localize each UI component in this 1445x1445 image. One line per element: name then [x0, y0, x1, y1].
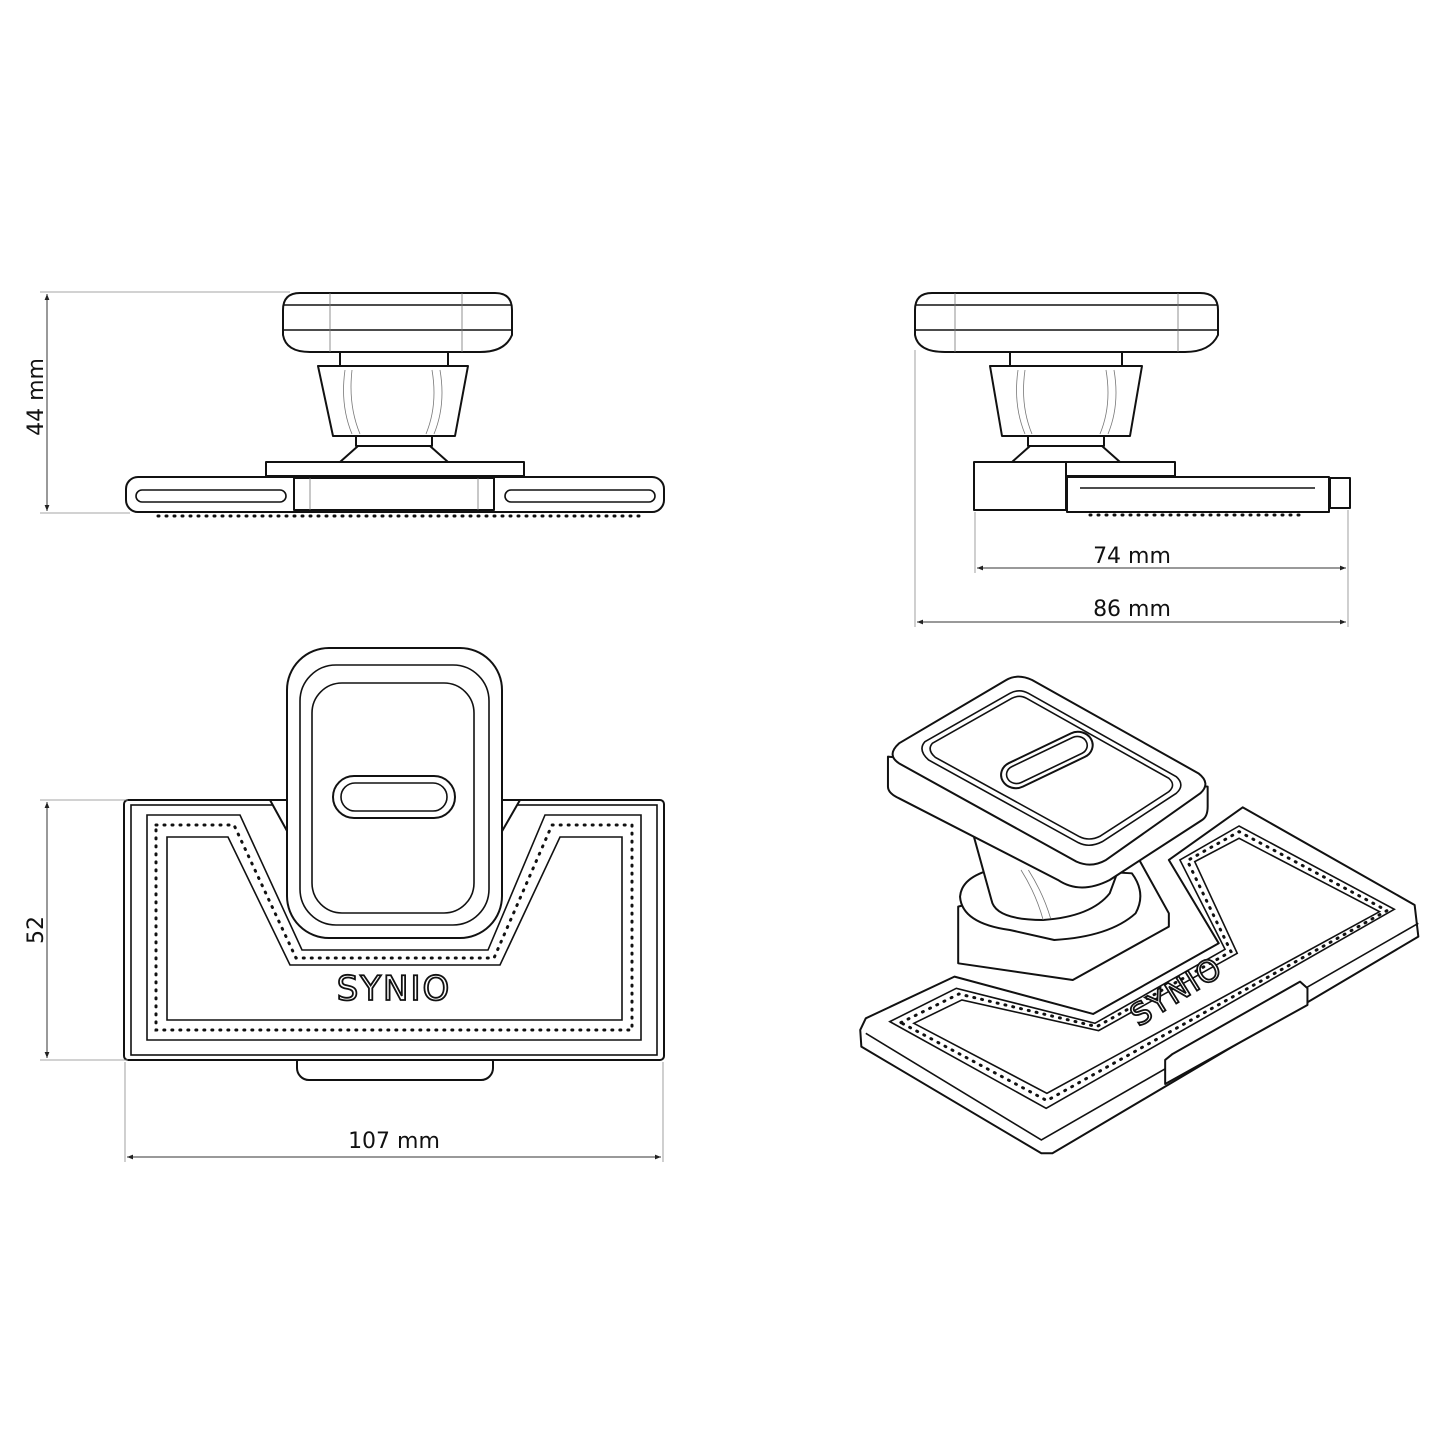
slot [332, 775, 456, 819]
isometric-view: SYNIO [860, 677, 1418, 1154]
top-knob-face [311, 682, 475, 914]
top-view: SYNIO 52 107 mm [24, 647, 665, 1162]
outer-panel [146, 814, 642, 1041]
stitching [154, 823, 634, 1032]
side-knob [914, 292, 1219, 353]
cone [339, 445, 449, 463]
inner-panel [166, 836, 623, 1021]
inner-width-label: 74 mm [1093, 544, 1171, 569]
logo-synio: SYNIO [337, 969, 452, 1009]
side-block [973, 461, 1067, 511]
side-tab [1329, 477, 1351, 509]
iso-base [860, 807, 1418, 1153]
front-view: 44 mm [24, 291, 665, 518]
outer-width-label: 86 mm [1093, 597, 1171, 622]
collet [317, 365, 469, 437]
side-plate [1066, 476, 1330, 513]
base-plate [265, 461, 525, 477]
iso-knob-face [930, 696, 1172, 839]
height-dimension-label: 44 mm [24, 358, 49, 436]
knob [282, 292, 513, 353]
depth-dimension-label: 52 [24, 916, 49, 944]
iso-tab [1165, 982, 1307, 1084]
side-view: 74 mm 86 mm [914, 292, 1351, 627]
width-dimension-label: 107 mm [348, 1129, 440, 1154]
center-block [293, 477, 495, 511]
iso-slot [996, 727, 1098, 793]
